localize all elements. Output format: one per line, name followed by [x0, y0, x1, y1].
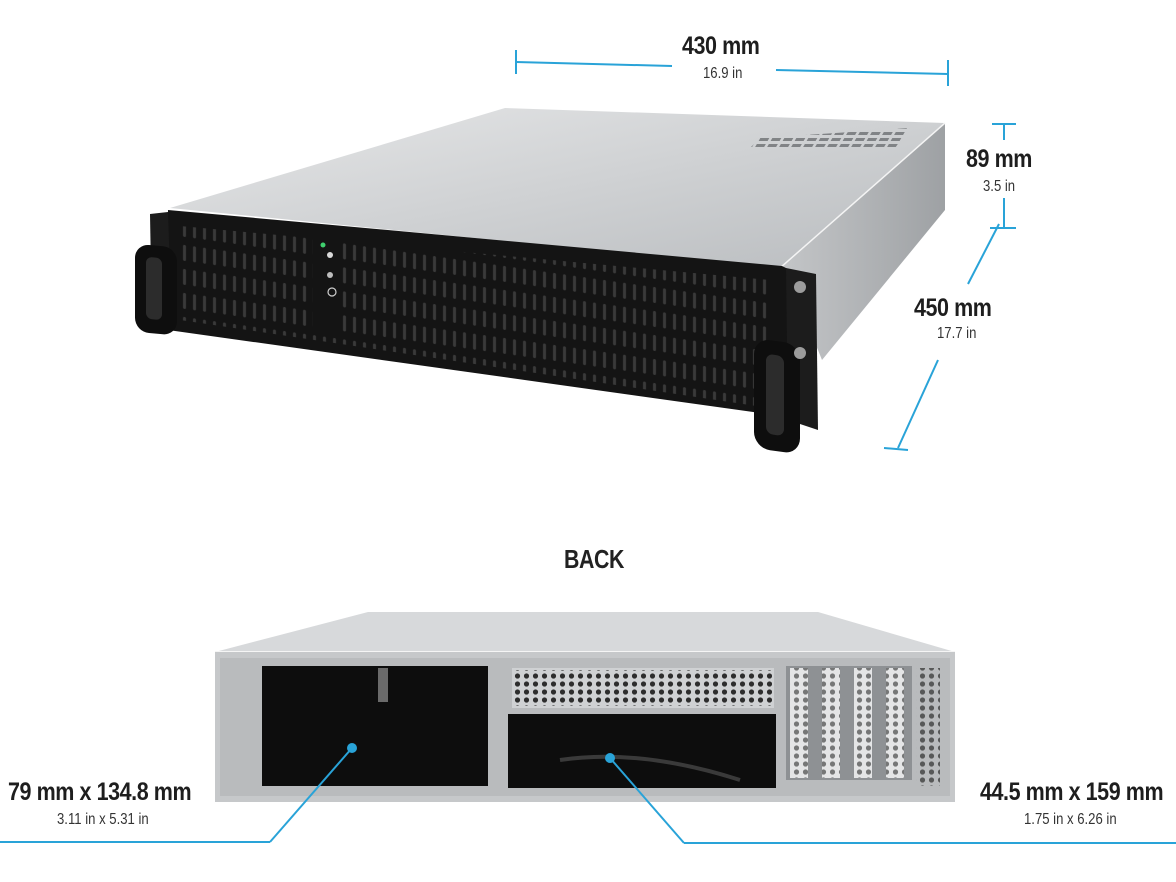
width-mm: 430 mm	[682, 32, 760, 60]
right-bay-mm: 44.5 mm x 159 mm	[980, 778, 1164, 806]
left-bay-marker	[347, 743, 357, 753]
left-bay-in: 3.11 in x 5.31 in	[57, 811, 149, 828]
dimension-lines	[0, 50, 1176, 844]
width-in: 16.9 in	[703, 65, 743, 82]
left-bay-mm: 79 mm x 134.8 mm	[8, 778, 192, 806]
back-section-title: BACK	[564, 544, 624, 574]
height-in: 3.5 in	[983, 178, 1016, 195]
depth-in: 17.7 in	[937, 325, 977, 342]
depth-mm: 450 mm	[914, 294, 992, 322]
right-bay-marker	[605, 753, 615, 763]
right-bay-in: 1.75 in x 6.26 in	[1024, 811, 1117, 828]
height-mm: 89 mm	[966, 145, 1032, 173]
